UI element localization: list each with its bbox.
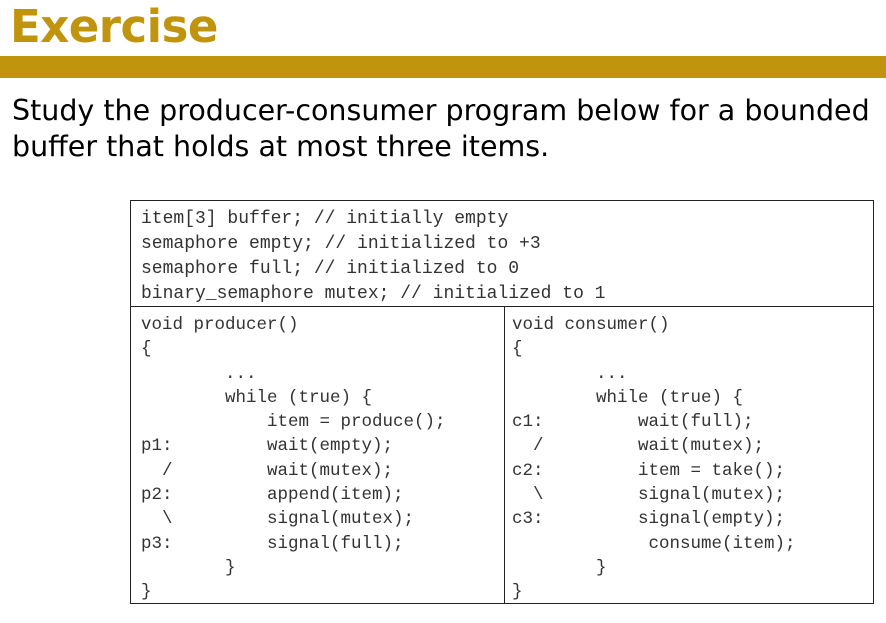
intro-text: Study the producer-consumer program belo…: [12, 94, 870, 163]
code-line: item = produce();: [141, 412, 446, 433]
code-line: {: [141, 339, 152, 360]
code-line: while (true) {: [512, 387, 744, 408]
producer-code: void producer() { ... while (true) { item…: [141, 313, 446, 605]
code-line: semaphore empty; // initialized to +3: [141, 234, 541, 254]
code-line: {: [512, 339, 523, 360]
title-underline-bar: [0, 56, 886, 78]
consumer-code: void consumer() { ... while (true) { c1: w…: [512, 313, 796, 605]
code-line: p3: signal(full);: [141, 533, 404, 554]
code-line: void producer(): [141, 315, 299, 335]
code-line: c3: signal(empty);: [512, 509, 786, 530]
code-line: while (true) {: [141, 387, 373, 408]
code-line: p2: append(item);: [141, 485, 404, 506]
slide-title: Exercise: [10, 0, 218, 53]
code-line: semaphore full; // initialized to 0: [141, 259, 520, 279]
code-line: item[3] buffer; // initially empty: [141, 209, 509, 229]
code-line: / wait(mutex);: [141, 460, 394, 481]
code-line: / wait(mutex);: [512, 436, 765, 457]
code-line: c2: item = take();: [512, 460, 786, 481]
shared-declarations-cell: item[3] buffer; // initially empty semaph…: [131, 201, 873, 307]
code-line: }: [141, 582, 152, 603]
code-line: \ signal(mutex);: [141, 509, 415, 530]
code-line: ...: [512, 363, 628, 384]
code-line: }: [141, 557, 236, 578]
code-line: ...: [141, 363, 257, 384]
code-line: p1: wait(empty);: [141, 436, 394, 457]
code-table: item[3] buffer; // initially empty semaph…: [130, 200, 874, 604]
code-line: }: [512, 582, 523, 603]
code-line: }: [512, 557, 607, 578]
shared-declarations-code: item[3] buffer; // initially empty semaph…: [141, 207, 605, 307]
code-line: consume(item);: [512, 533, 796, 554]
code-line: void consumer(): [512, 315, 670, 335]
code-line: c1: wait(full);: [512, 412, 754, 433]
code-line: \ signal(mutex);: [512, 485, 786, 506]
column-divider: [504, 306, 505, 603]
code-line: binary_semaphore mutex; // initialized t…: [141, 284, 606, 304]
